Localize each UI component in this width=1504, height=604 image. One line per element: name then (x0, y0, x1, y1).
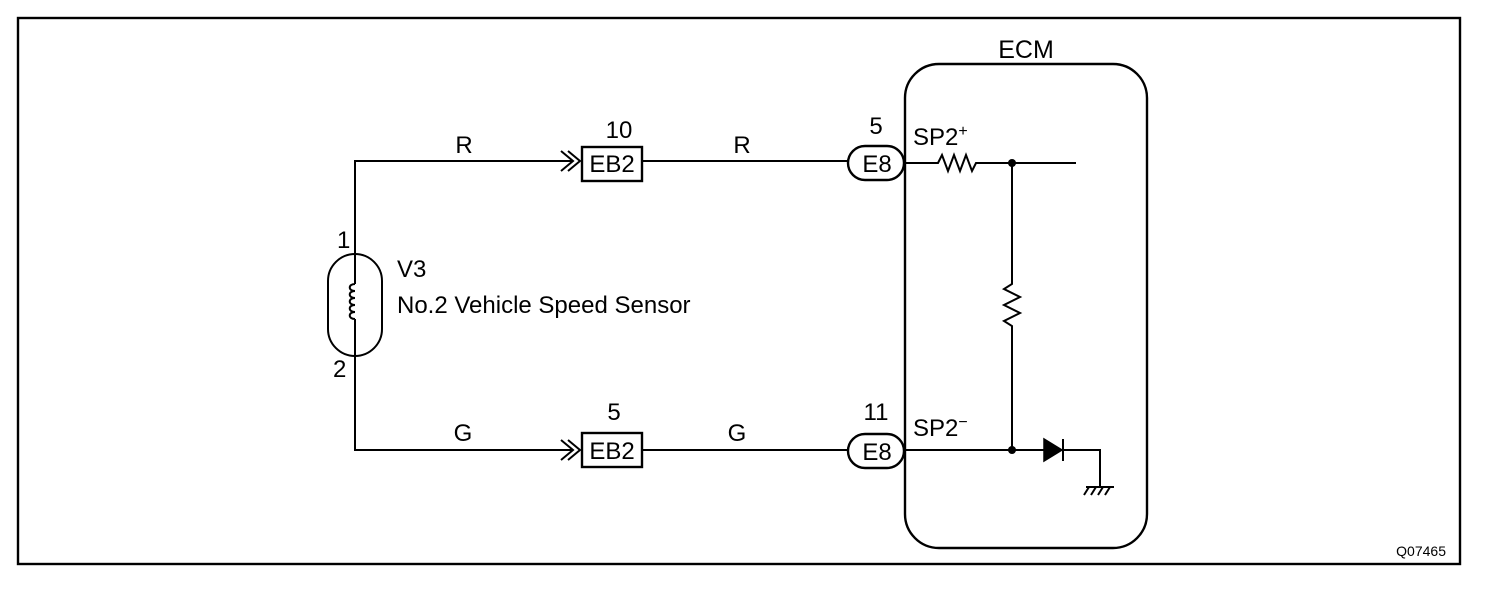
ecm-box (903, 62, 1149, 550)
top-wire-left-color: R (455, 132, 472, 159)
top-ecm-connector-label: E8 (862, 151, 891, 178)
bottom-junction (1008, 446, 1016, 454)
top-connector-arrow-icon-2 (567, 150, 582, 172)
top-connector-label: EB2 (589, 151, 634, 178)
sensor-name: No.2 Vehicle Speed Sensor (397, 292, 691, 319)
bottom-connector-label: EB2 (589, 438, 634, 465)
top-wire-right-color: R (733, 132, 750, 159)
vertical-resistor-icon (1001, 163, 1023, 450)
sensor-pin-top: 1 (337, 227, 350, 254)
bottom-connector-pin: 5 (607, 399, 620, 426)
diode-icon (1043, 437, 1064, 463)
bottom-ecm-pin: 11 (864, 399, 889, 426)
sensor-code: V3 (397, 256, 426, 283)
top-connector-arrow-icon (560, 150, 575, 172)
ground-icon (1083, 486, 1114, 496)
bottom-connector-arrow-icon (560, 439, 575, 461)
top-wire-left (354, 160, 573, 250)
ecm-title: ECM (998, 36, 1054, 64)
top-connector-eb2 (580, 145, 644, 183)
sensor-coil-icon (348, 250, 356, 360)
bottom-signal: SP2− (913, 414, 968, 442)
bottom-ecm-connector-label: E8 (862, 439, 891, 466)
sensor-pin-bottom: 2 (333, 356, 346, 383)
bottom-wire-left-color: G (454, 420, 473, 447)
top-ecm-pin: 5 (869, 113, 882, 140)
bottom-wire-right-color: G (728, 420, 747, 447)
diagram-frame (16, 16, 1462, 566)
top-signal: SP2+ (913, 123, 968, 151)
diagram-code: Q07465 (1396, 543, 1446, 559)
top-resistor-icon (904, 152, 1076, 174)
bottom-connector-arrow-icon-2 (567, 439, 582, 461)
top-connector-pin: 10 (606, 117, 633, 144)
diode-ground-wire (1063, 449, 1101, 486)
bottom-wire-left (354, 360, 573, 451)
